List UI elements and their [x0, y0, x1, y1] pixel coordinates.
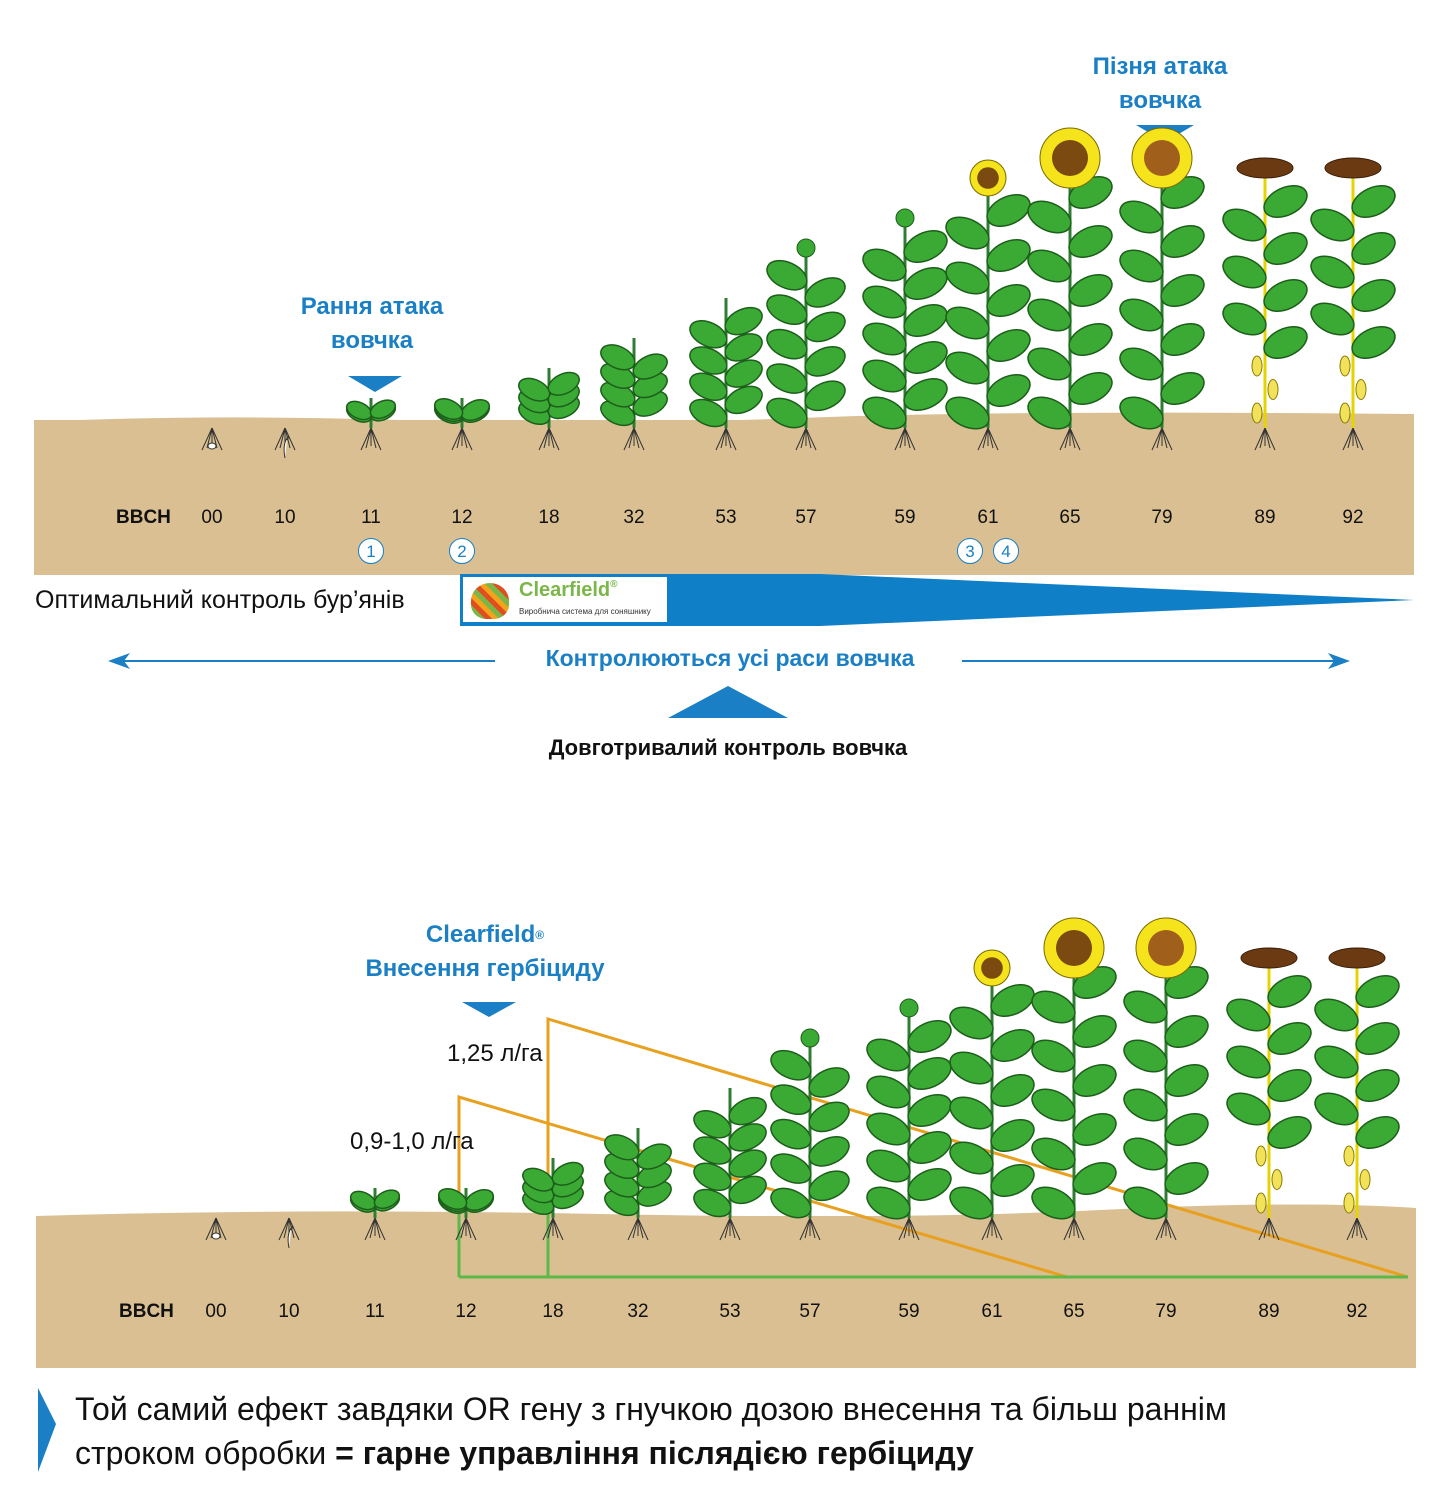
top-plant-79 [1119, 127, 1205, 451]
top-bbch-53: 53 [715, 507, 737, 528]
bottom-plant-00 [205, 1217, 227, 1241]
marker-1: 1 [358, 538, 384, 564]
bottom-plant-61 [949, 949, 1035, 1241]
top-bbch-92: 92 [1342, 507, 1364, 528]
clearfield-logo: Clearfield® Виробнича система для соняшн… [461, 575, 669, 624]
top-plant-89 [1222, 157, 1308, 451]
bottom-bbch-00: 00 [205, 1301, 227, 1322]
footer-line-2-normal: строком обробки [75, 1435, 327, 1471]
top-plant-10 [274, 427, 296, 459]
early-attack-arrow [348, 376, 402, 392]
top-bbch-57: 57 [795, 507, 817, 528]
bottom-plant-57 [770, 1028, 850, 1241]
bottom-plant-92 [1314, 947, 1400, 1241]
bottom-bbch-10: 10 [278, 1301, 300, 1322]
bottom-bbch-32: 32 [627, 1301, 649, 1322]
clearfield-logo-name: Clearfield [519, 579, 611, 601]
clearfield-wedge [460, 574, 1414, 626]
top-soil [34, 420, 1414, 575]
bottom-bbch-11: 11 [365, 1301, 385, 1322]
bottom-bbch-65: 65 [1063, 1301, 1085, 1322]
optimal-control-label: Оптимальний контроль бур’янів [35, 586, 405, 614]
footer-text: Той самий ефект завдяки OR гену з гнучко… [75, 1387, 1227, 1475]
bottom-plant-12 [438, 1188, 494, 1241]
long-control-label: Довготривалий контроль вовчка [548, 735, 908, 760]
bottom-plant-79 [1123, 917, 1209, 1241]
bottom-bbch-59: 59 [898, 1301, 920, 1322]
bottom-bbch-79: 79 [1155, 1301, 1177, 1322]
bottom-plant-32 [604, 1128, 672, 1241]
top-plant-12 [434, 398, 490, 451]
herbicide-arrow [462, 1002, 516, 1017]
top-plant-61 [945, 159, 1031, 451]
bottom-bbch-18: 18 [542, 1301, 564, 1322]
clearfield-logo-tagline: Виробнича система для соняшнику [519, 607, 651, 616]
races-arrow [108, 653, 1350, 669]
footer-chevron-icon [38, 1388, 56, 1472]
top-plant-59 [862, 208, 948, 451]
top-plant-32 [600, 338, 668, 451]
top-bbch-label: BBCH [116, 507, 171, 528]
plants-top [201, 127, 1396, 459]
top-bbch-89: 89 [1254, 507, 1276, 528]
bottom-plant-10 [278, 1217, 300, 1249]
dose-high-label: 1,25 л/га [447, 1040, 543, 1067]
races-controlled-label: Контролюються усі раси вовчка [545, 645, 915, 671]
bottom-bbch-53: 53 [719, 1301, 741, 1322]
footer-line-2-bold: = гарне управління післядією гербіциду [335, 1435, 974, 1471]
top-plant-53 [689, 298, 763, 451]
top-bbch-18: 18 [538, 507, 560, 528]
bottom-plant-53 [693, 1088, 767, 1241]
marker-3: 3 [957, 538, 983, 564]
bottom-plant-65 [1031, 917, 1117, 1241]
top-bbch-61: 61 [977, 507, 999, 528]
top-bbch-59: 59 [894, 507, 916, 528]
top-bbch-00: 00 [201, 507, 223, 528]
dose-low-label: 0,9-1,0 л/га [350, 1128, 474, 1155]
top-bbch-32: 32 [623, 507, 645, 528]
long-control-arrow [668, 686, 788, 718]
top-plant-11 [345, 398, 397, 451]
top-plant-57 [766, 238, 846, 451]
marker-4: 4 [993, 538, 1019, 564]
bottom-bbch-89: 89 [1258, 1301, 1280, 1322]
bottom-bbch-label: BBCH [119, 1301, 174, 1322]
footer-line-1: Той самий ефект завдяки OR гену з гнучко… [75, 1391, 1227, 1427]
bottom-plant-11 [349, 1188, 401, 1241]
top-plant-65 [1027, 127, 1113, 451]
bottom-bbch-92: 92 [1346, 1301, 1368, 1322]
top-bbch-11: 11 [361, 507, 381, 528]
bottom-bbch-12: 12 [455, 1301, 477, 1322]
top-bbch-12: 12 [451, 507, 473, 528]
bottom-plant-59 [866, 998, 952, 1241]
bottom-bbch-61: 61 [981, 1301, 1003, 1322]
top-bbch-10: 10 [274, 507, 296, 528]
bottom-bbch-57: 57 [799, 1301, 821, 1322]
top-bbch-65: 65 [1059, 507, 1081, 528]
top-bbch-79: 79 [1151, 507, 1173, 528]
herbicide-title: Clearfield® Внесення гербіциду [365, 921, 605, 982]
plants-bottom [205, 917, 1400, 1249]
clearfield-logo-icon [471, 583, 509, 619]
bottom-plant-18 [522, 1158, 584, 1241]
top-plant-92 [1310, 157, 1396, 451]
top-plant-18 [518, 368, 580, 451]
bottom-plant-89 [1226, 947, 1312, 1241]
top-plant-00 [201, 427, 223, 451]
marker-2: 2 [449, 538, 475, 564]
